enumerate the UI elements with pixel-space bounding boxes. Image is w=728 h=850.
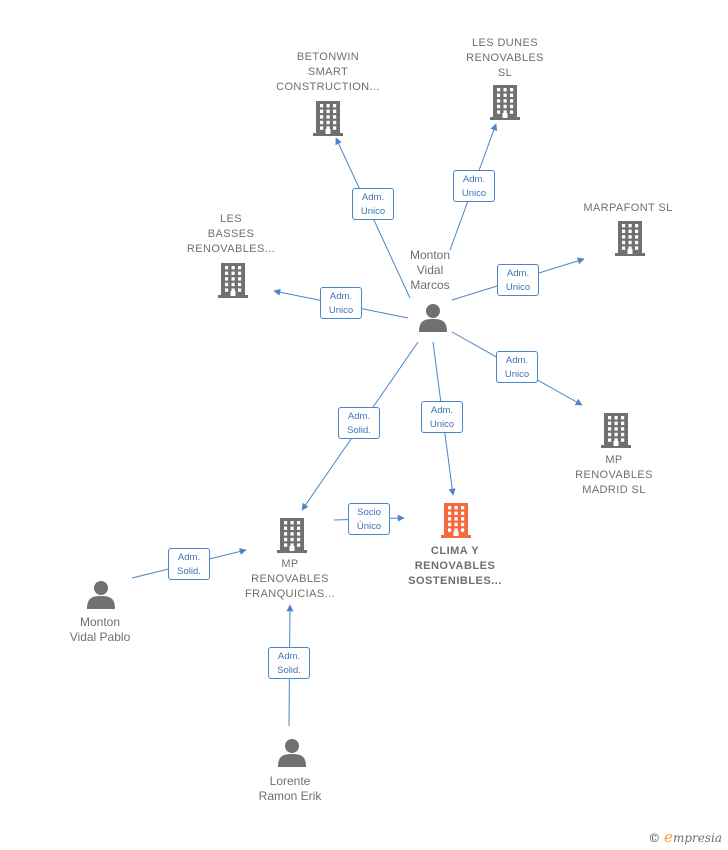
node-label-line: RENOVABLES [414, 560, 496, 572]
node-label-line: LES DUNES [472, 37, 538, 49]
edge-label-line: Unico [328, 305, 354, 316]
edge-label-line: Adm. [506, 268, 530, 279]
node-label-line: CLIMA Y [430, 545, 480, 557]
node-label-line: Monton [409, 248, 451, 262]
edge-label-line: Socio [357, 507, 381, 518]
node-label-line: CONSTRUCTION... [276, 81, 380, 93]
building-icon [441, 503, 471, 538]
node-label-clima[interactable]: CLIMA Y RENOVABLES SOSTENIBLES... [408, 544, 502, 589]
edge-label-line: Adm. [177, 552, 201, 563]
empresia-watermark: © empresia [648, 828, 722, 846]
edge-label-line: Adm. [462, 174, 486, 185]
edge-label-monton-vidal-marcos-to-les-basses[interactable]: Adm. Unico [320, 287, 362, 319]
edge-label-line: Adm. [347, 411, 371, 422]
node-label-line: BETONWIN [296, 51, 360, 63]
edge-label-line: Adm. [361, 192, 385, 203]
brand-name: mpresia [672, 831, 722, 845]
edge-label-monton-vidal-marcos-to-les-dunes[interactable]: Adm. Unico [453, 170, 495, 202]
node-label-line: RENOVABLES [251, 573, 329, 585]
node-label-line: LES [219, 213, 242, 225]
node-label-marpafont[interactable]: MARPAFONT SL [583, 201, 672, 216]
node-label-line: Vidal Pablo [69, 630, 131, 644]
building-icon [490, 85, 520, 120]
node-label-mp-madrid[interactable]: MP RENOVABLES MADRID SL [575, 453, 653, 498]
edge-label-lorente-ramon-erik-to-mp-franquicias[interactable]: Adm. Solid. [268, 647, 310, 679]
node-label-line: SMART [307, 66, 349, 78]
edge-label-line: Unico [505, 282, 531, 293]
edge-label-line: Adm. [505, 355, 529, 366]
person-icon [278, 739, 306, 767]
brand-initial: e [664, 828, 673, 846]
node-label-mp-franquicias[interactable]: MP RENOVABLES FRANQUICIAS... [245, 557, 335, 602]
node-label-line: SOSTENIBLES... [408, 575, 502, 587]
node-label-line: SL [497, 67, 513, 79]
edge-label-line: Único [356, 521, 382, 532]
node-label-line: RENOVABLES [575, 469, 653, 481]
building-icon [277, 518, 307, 553]
person-icon [87, 581, 115, 609]
building-icon [218, 263, 248, 298]
edge-label-line: Solid. [347, 425, 371, 436]
edge-label-monton-vidal-marcos-to-betonwin[interactable]: Adm. Unico [352, 188, 394, 220]
person-icon [419, 304, 447, 332]
node-label-line: MP [281, 558, 299, 570]
node-label-line: MP [605, 454, 623, 466]
node-label-line: Monton [79, 615, 121, 629]
building-icon [601, 413, 631, 448]
node-label-line: RENOVABLES [466, 52, 544, 64]
node-label-line: Ramon Erik [258, 789, 322, 803]
edge-label-monton-vidal-pablo-to-mp-franquicias[interactable]: Adm. Solid. [168, 548, 210, 580]
node-label-line: MARPAFONT SL [583, 202, 673, 214]
node-label-line: RENOVABLES... [186, 243, 276, 255]
edge-label-line: Unico [504, 369, 530, 380]
node-label-les-dunes[interactable]: LES DUNES RENOVABLES SL [466, 36, 544, 81]
node-label-line: BASSES [207, 228, 255, 240]
edge-label-monton-vidal-marcos-to-mp-madrid[interactable]: Adm. Unico [496, 351, 538, 383]
copyright-symbol: © [648, 831, 661, 845]
edge-label-line: Unico [429, 419, 455, 430]
edge-label-monton-vidal-marcos-to-marpafont[interactable]: Adm. Unico [497, 264, 539, 296]
node-label-line: Lorente [269, 774, 311, 788]
building-icon [313, 101, 343, 136]
edge-label-line: Adm. [277, 651, 301, 662]
edge-label-line: Adm. [329, 291, 353, 302]
edge-label-line: Unico [360, 206, 386, 217]
node-label-line: MADRID SL [582, 484, 646, 496]
edge-label-monton-vidal-marcos-to-mp-franquicias[interactable]: Adm. Solid. [338, 407, 380, 439]
edge-label-line: Solid. [177, 566, 201, 577]
edge-label-line: Adm. [430, 405, 454, 416]
edge-label-line: Solid. [277, 665, 301, 676]
node-label-betonwin[interactable]: BETONWIN SMART CONSTRUCTION... [276, 50, 380, 95]
building-icon [615, 221, 645, 256]
node-label-line: FRANQUICIAS... [245, 588, 335, 600]
node-label-line: Marcos [410, 278, 450, 292]
edge-label-line: Unico [461, 188, 487, 199]
edge-label-monton-vidal-marcos-to-clima[interactable]: Adm. Unico [421, 401, 463, 433]
node-label-line: Vidal [416, 263, 444, 277]
node-label-les-basses[interactable]: LES BASSES RENOVABLES... [187, 212, 275, 257]
